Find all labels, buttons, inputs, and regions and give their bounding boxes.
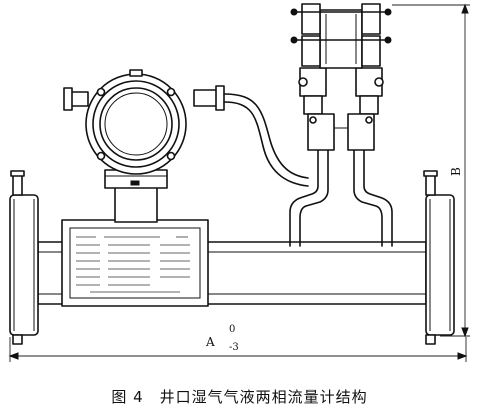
dimension-b (392, 3, 470, 338)
flowmeter-structure-diagram: A 0 -3 B (8, 3, 470, 362)
dimension-a-label: A (205, 335, 215, 349)
dp-sensor (290, 3, 392, 69)
impulse-tube-left (289, 147, 329, 247)
figure-number: 图 4 (111, 388, 144, 406)
dimension-a-lower-tolerance: -3 (229, 342, 239, 353)
right-flange (423, 170, 455, 345)
dimension-a-upper-tolerance: 0 (229, 324, 235, 335)
left-flange (9, 170, 39, 345)
signal-cable (223, 93, 309, 187)
nameplate-text-lines (76, 236, 190, 293)
figure-caption: 图 4 井口湿气气液两相流量计结构 (0, 386, 479, 407)
dimension-a (8, 337, 468, 362)
transmitter (63, 69, 225, 223)
dimension-b-label: B (449, 167, 463, 176)
nameplate-box (61, 219, 209, 307)
valve-manifold (298, 67, 384, 151)
figure-title: 井口湿气气液两相流量计结构 (159, 388, 368, 406)
impulse-tube-right (353, 147, 393, 247)
